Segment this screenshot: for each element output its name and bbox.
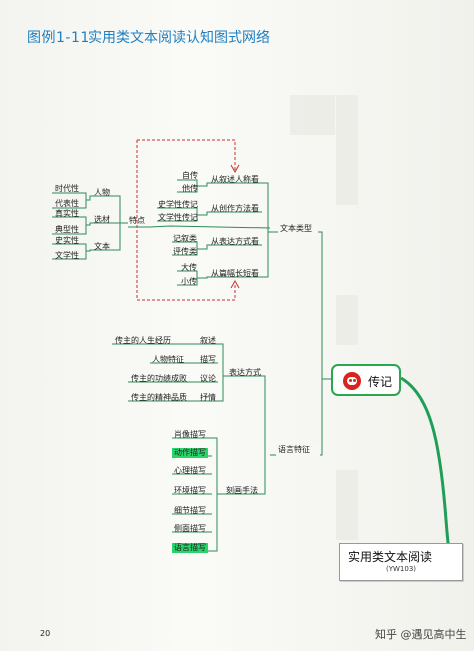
feature-item: 典型性 <box>55 225 79 234</box>
expression-content: 人物特征 <box>152 355 184 364</box>
expression-method: 描写 <box>200 355 216 364</box>
rhetoric-item: 心理描写 <box>174 466 206 475</box>
expression-method: 议论 <box>200 374 216 383</box>
rhetoric-item: 侧面描写 <box>174 524 206 533</box>
feature-item: 时代性 <box>55 184 79 193</box>
feature-item: 代表性 <box>55 199 79 208</box>
dashed-loop <box>136 139 236 301</box>
book-node: 实用类文本阅读 (YW103) <box>339 543 463 581</box>
bleed-through-block <box>336 95 358 205</box>
connector <box>86 222 116 226</box>
feature-group-label: 人物 <box>94 188 110 197</box>
mask-face-icon <box>343 372 361 390</box>
type-item: 小传 <box>181 277 197 286</box>
feature-item: 文学性 <box>55 251 79 260</box>
type-item: 他传 <box>182 184 198 193</box>
connector <box>197 276 262 279</box>
type-item: 大传 <box>181 263 197 272</box>
rhetoric-item: 肖像描写 <box>174 430 206 439</box>
type-item: 评传类 <box>173 247 197 256</box>
feature-root-label: 特点 <box>129 216 145 225</box>
connector <box>86 249 116 252</box>
bleed-through-block <box>290 95 335 135</box>
type-group-label: 从表达方式看 <box>211 237 259 246</box>
connector <box>197 211 262 216</box>
connector <box>197 182 262 187</box>
branch-curve <box>400 376 451 550</box>
feature-group-label: 文本 <box>94 242 110 251</box>
book-code: (YW103) <box>385 565 417 573</box>
connector <box>218 343 224 402</box>
expression-label: 表达方式 <box>229 368 261 377</box>
expression-content: 传主的人生经历 <box>115 336 171 345</box>
type-group-label: 从叙述人称看 <box>211 175 259 184</box>
feature-item: 史实性 <box>55 236 79 245</box>
feature-group-label: 选材 <box>94 215 110 224</box>
expression-content: 传主的精神品质 <box>131 393 187 402</box>
connector <box>86 195 116 201</box>
rhetoric-item: 动作描写 <box>172 448 208 458</box>
dashed-arrow-bottom <box>230 279 240 289</box>
rhetoric-item: 语言描写 <box>172 543 208 553</box>
type-group-label: 从创作方法看 <box>211 204 259 213</box>
center-node: 传记 <box>331 364 401 396</box>
watermark: 知乎 @遇见高中生 <box>375 628 467 641</box>
connector <box>217 455 266 495</box>
book-title: 实用类文本阅读 <box>348 550 433 564</box>
expression-method: 叙述 <box>200 336 216 345</box>
expression-content: 传主的功绩成败 <box>131 374 187 383</box>
center-label: 传记 <box>368 375 393 389</box>
connector <box>197 244 262 250</box>
language-root-label: 语言特征 <box>278 445 310 454</box>
connector <box>270 379 323 456</box>
figure-number: 图例1-11 <box>27 30 90 46</box>
connector <box>268 231 323 379</box>
connector <box>212 437 218 552</box>
bleed-through-block <box>336 295 358 345</box>
connector <box>128 225 271 229</box>
bleed-through-block <box>336 470 358 540</box>
figure-title: 实用类文本阅读认知图式网络 <box>88 30 270 46</box>
rhetoric-item: 细节描写 <box>174 506 206 515</box>
page-number: 20 <box>40 629 51 638</box>
type-item: 史学性传记 <box>158 200 198 209</box>
type-group-label: 从篇幅长短看 <box>211 269 259 278</box>
type-item: 自传 <box>182 171 198 180</box>
type-item: 文学性传记 <box>158 213 198 222</box>
rhetoric-item: 环境描写 <box>174 486 206 495</box>
type-item: 记叙类 <box>173 234 197 243</box>
feature-item: 真实性 <box>55 209 79 218</box>
dashed-arrow-top <box>230 164 240 174</box>
expression-method: 抒情 <box>200 393 216 402</box>
connector <box>262 182 269 278</box>
rhetoric-label: 刻画手法 <box>226 486 258 495</box>
connector <box>223 375 266 455</box>
type-root-label: 文本类型 <box>280 224 312 233</box>
